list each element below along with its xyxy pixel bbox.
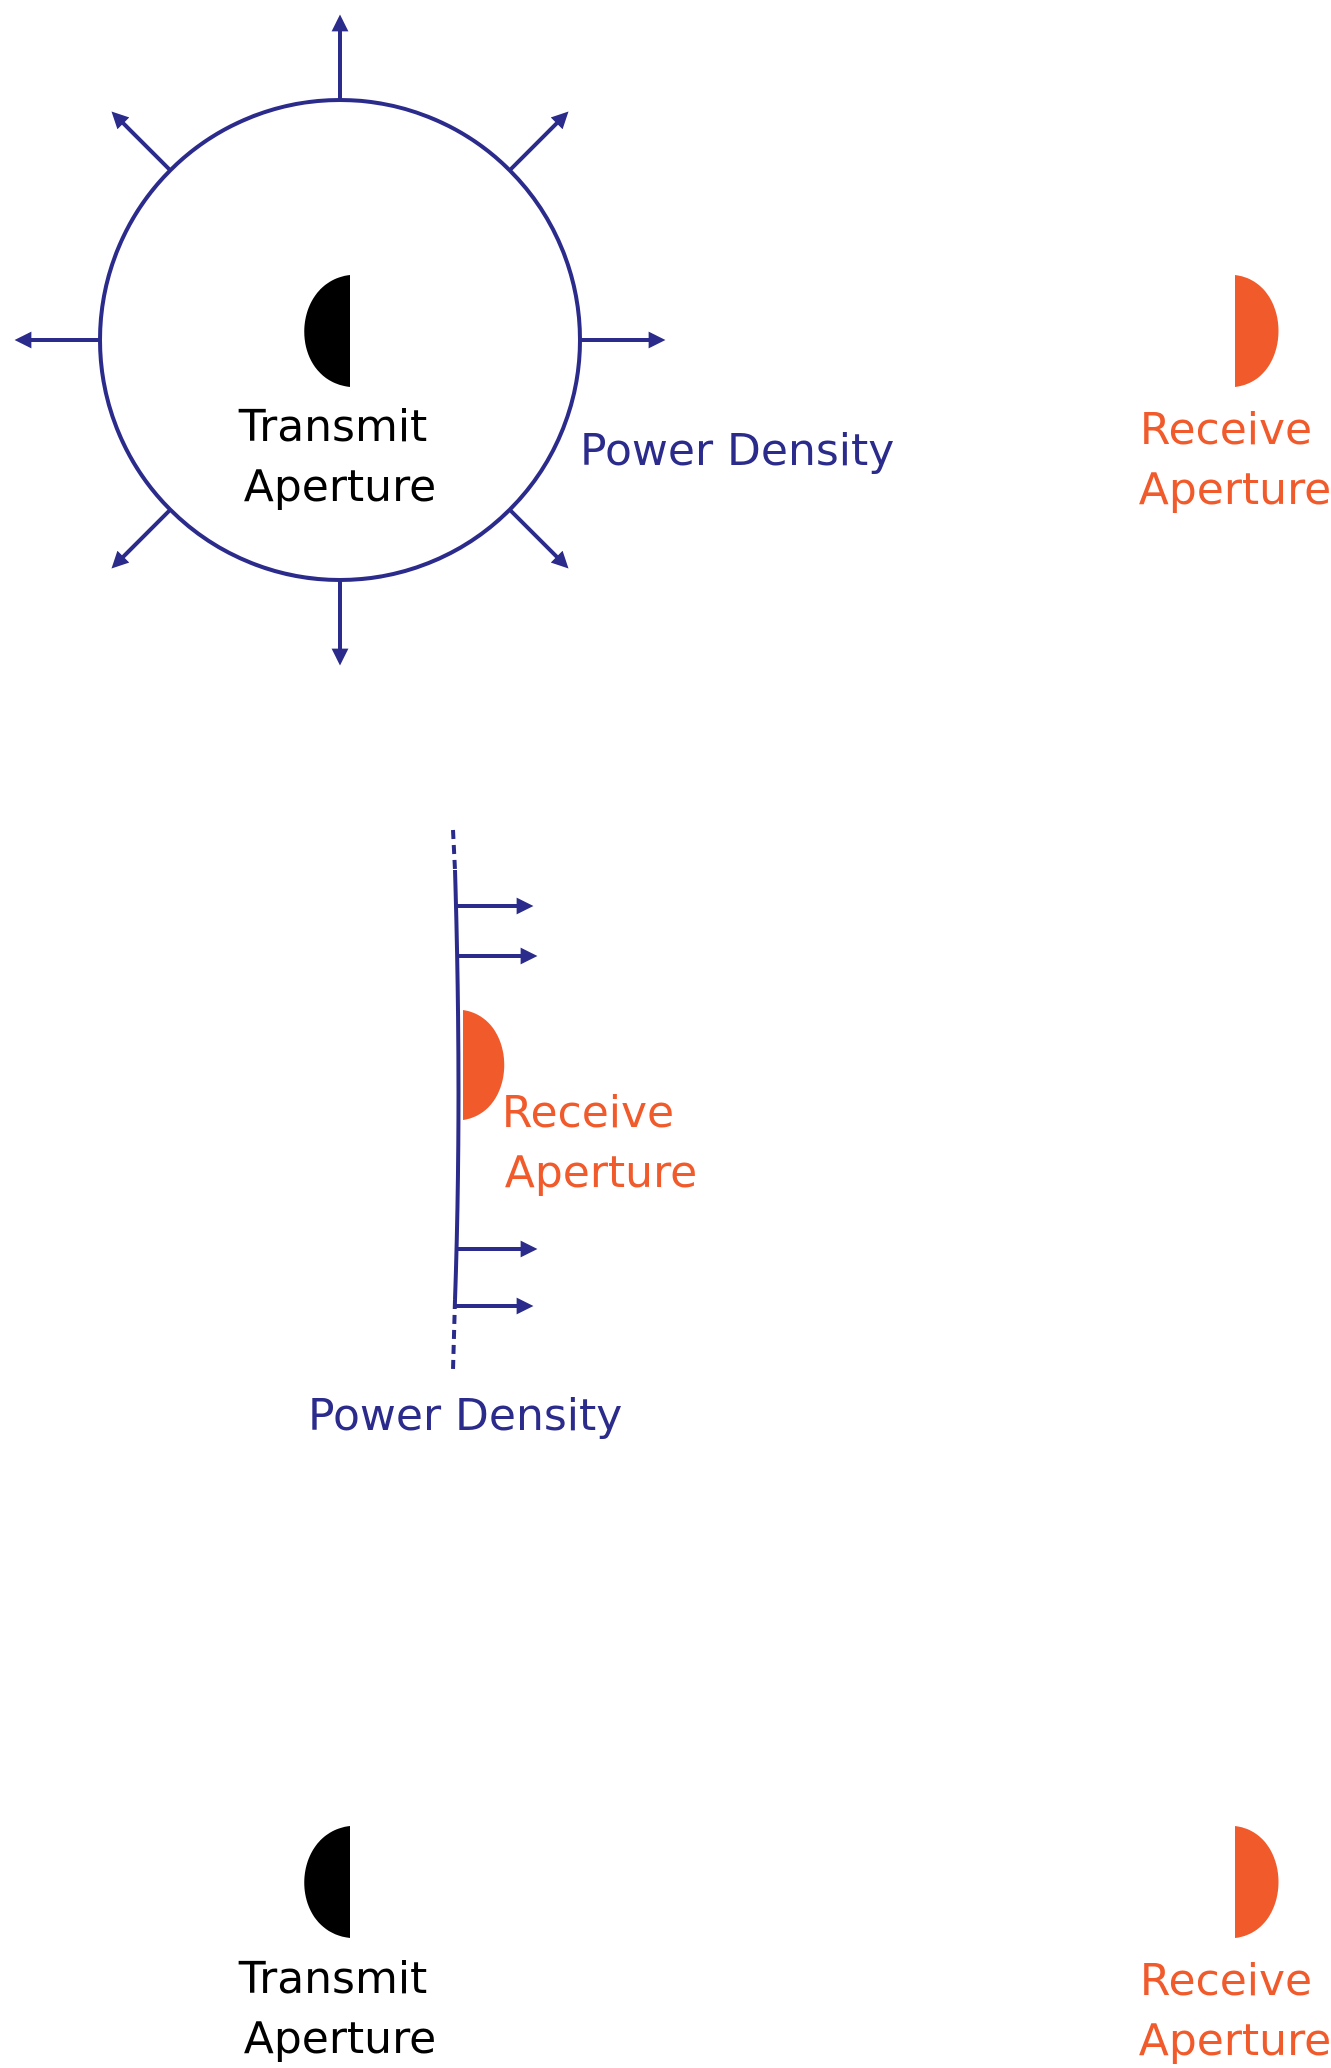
transmit-aperture-shape bbox=[304, 275, 350, 387]
transmit-label-bottom-line-1: Transmit bbox=[238, 1953, 428, 2004]
receive-label-middle-line-1: Receive bbox=[502, 1087, 674, 1138]
receive-aperture-label: Receive Aperture bbox=[1139, 404, 1331, 515]
receive-label-bottom-line-2: Aperture bbox=[1139, 2015, 1331, 2066]
transmit-label-line-1: Transmit bbox=[238, 401, 428, 452]
receive-label-line-1: Receive bbox=[1140, 404, 1312, 455]
receive-aperture-shape-bottom bbox=[1235, 1826, 1279, 1938]
transmit-aperture-label: Transmit Aperture bbox=[238, 401, 442, 512]
radial-arrow-up-left bbox=[111, 111, 172, 172]
receive-label-middle-line-2: Aperture bbox=[505, 1147, 698, 1198]
transmit-label-line-2: Aperture bbox=[244, 461, 437, 512]
radial-arrows bbox=[14, 14, 666, 666]
receive-aperture-label-bottom: Receive Aperture bbox=[1139, 1955, 1331, 2066]
radial-arrow-down-right bbox=[508, 508, 569, 569]
bottom-panel: Transmit Aperture Receive Aperture bbox=[238, 1826, 1331, 2066]
radial-arrow-up-right bbox=[508, 111, 569, 172]
transmit-aperture-shape-bottom bbox=[304, 1826, 350, 1938]
transmit-label-bottom-line-2: Aperture bbox=[244, 2013, 437, 2064]
plane-wavefront-curve bbox=[453, 869, 461, 1301]
receive-aperture-label-middle: Receive Aperture bbox=[502, 1087, 697, 1198]
wavefront-dashed-top bbox=[451, 829, 457, 871]
power-density-label-middle: Power Density bbox=[308, 1390, 622, 1441]
receive-aperture-shape-middle bbox=[463, 1010, 505, 1120]
radial-arrow-down-left bbox=[111, 508, 172, 569]
top-panel: Transmit Aperture Power Density Receive … bbox=[14, 14, 1331, 666]
middle-panel: Receive Aperture Power Density bbox=[308, 829, 697, 1441]
receive-label-bottom-line-1: Receive bbox=[1140, 1955, 1312, 2006]
receive-aperture-shape bbox=[1235, 275, 1279, 387]
wavefront-dashed-bottom bbox=[451, 1299, 457, 1371]
receive-label-line-2: Aperture bbox=[1139, 464, 1331, 515]
power-density-label: Power Density bbox=[580, 425, 894, 476]
transmit-aperture-label-bottom: Transmit Aperture bbox=[238, 1953, 442, 2064]
plane-wave-arrows bbox=[456, 897, 538, 1315]
